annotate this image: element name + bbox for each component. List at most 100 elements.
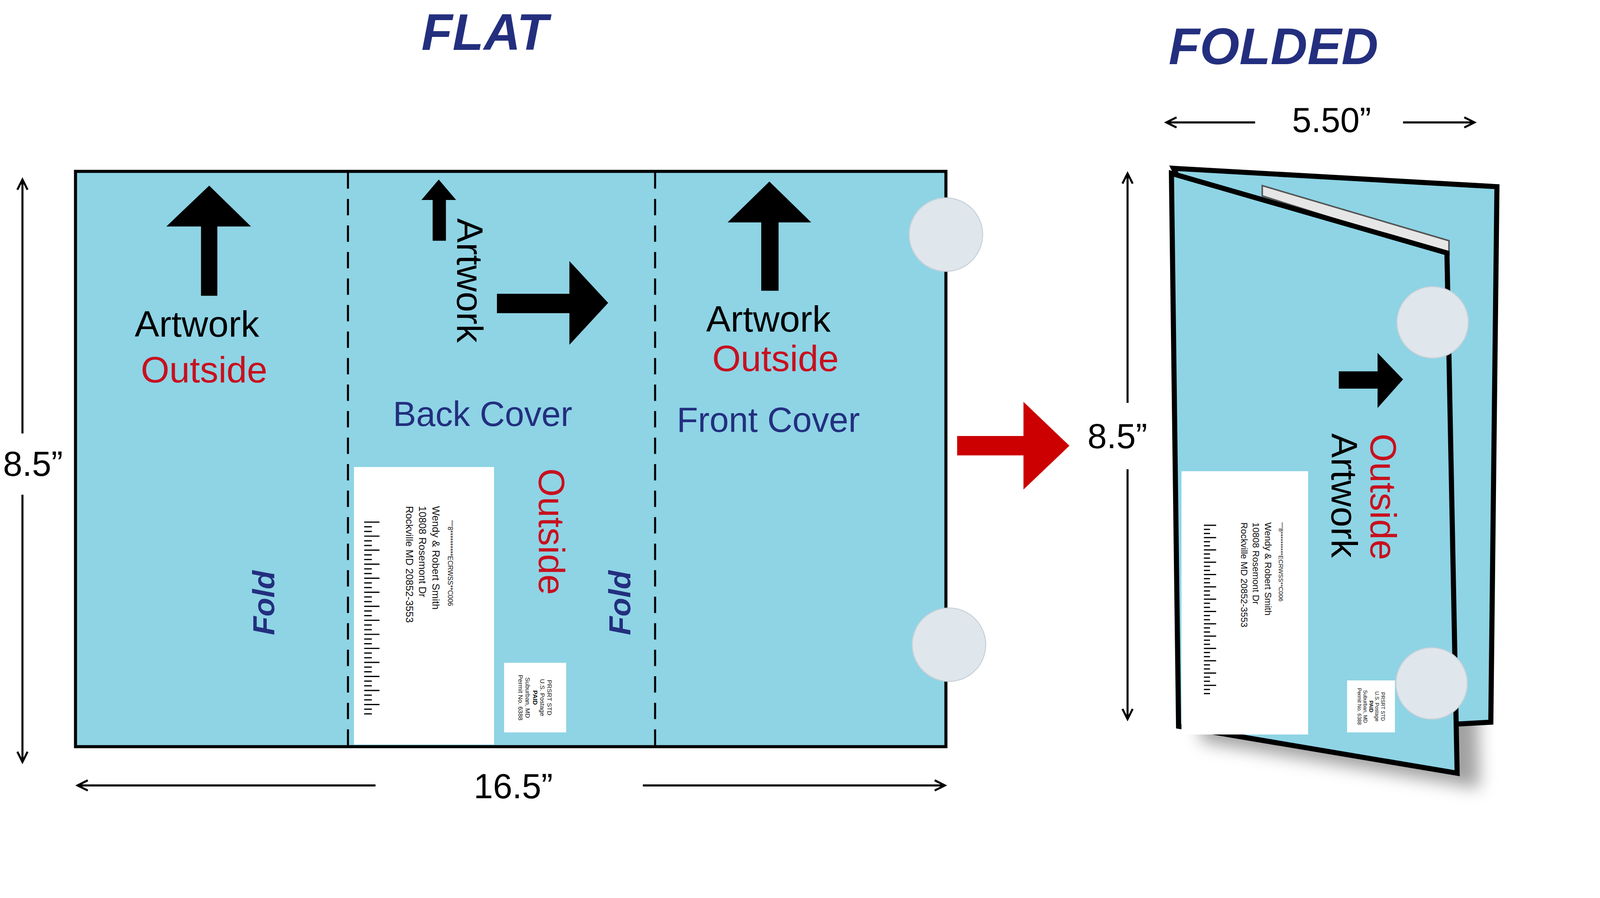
barcode-bar	[364, 568, 373, 570]
panel-label: Artwork	[1325, 433, 1363, 559]
barcode-bar	[364, 577, 380, 580]
fold-line	[346, 172, 349, 746]
wafer-seal	[912, 608, 986, 682]
indicia-line: Permit No. 6388	[1356, 688, 1363, 726]
dimension-label: 16.5”	[473, 769, 554, 805]
barcode-bar	[364, 662, 380, 664]
barcode-bar	[364, 592, 380, 594]
barcode-bar	[1204, 640, 1211, 642]
barcode-bar	[364, 699, 373, 701]
indicia-line: PAID	[1368, 688, 1374, 726]
indicia-line: Suburban, MD	[524, 675, 532, 721]
direction-arrow	[496, 261, 609, 346]
panel-label: Outside	[140, 351, 268, 389]
folded-mailer: '''''8**********ECRWSS**C006Wendy & Robe…	[1171, 168, 1499, 776]
barcode-bar	[1204, 623, 1217, 625]
barcode-bar	[364, 666, 373, 669]
barcode-bar	[1204, 586, 1217, 588]
wafer-seal	[1397, 286, 1469, 359]
barcode-bar	[1204, 611, 1217, 613]
barcode-bar	[364, 647, 380, 650]
barcode-bar	[364, 704, 380, 706]
barcode-bar	[364, 629, 373, 631]
barcode-bar	[1204, 627, 1211, 629]
barcode-bar	[1204, 676, 1211, 679]
indicia-line: U.S. Postage	[538, 675, 547, 721]
barcode-bar	[364, 601, 373, 603]
indicia-line: U.S. Postage	[1373, 688, 1380, 726]
barcode-bar	[364, 657, 373, 659]
address-line: 10808 Rosemont Dr	[416, 506, 430, 624]
barcode-bar	[364, 671, 373, 673]
barcode-bar	[1204, 647, 1217, 650]
barcode-bar	[1204, 684, 1217, 687]
indicia-line: Permit No. 6388	[517, 675, 525, 721]
barcode-bar	[1204, 594, 1211, 596]
endorsement-line: '''''8**********ECRWSS**C006	[445, 506, 455, 624]
barcode-bar	[1204, 598, 1217, 601]
fold-label: Fold	[603, 570, 635, 636]
barcode-bar	[1204, 664, 1211, 666]
panel-label: Artwork	[450, 218, 488, 344]
barcode-bar	[364, 643, 373, 645]
direction-arrow	[1338, 353, 1403, 409]
barcode-bar	[1204, 660, 1217, 662]
flat-sheet	[75, 171, 946, 747]
indicia-line: Suburban, MD	[1362, 688, 1369, 726]
barcode-bar	[1204, 537, 1217, 539]
barcode-bar	[364, 620, 380, 622]
barcode-bar	[364, 690, 380, 692]
dimension-line	[17, 117, 1475, 791]
address-label: '''''8**********ECRWSS**C006Wendy & Robe…	[353, 467, 494, 745]
flat-sheet: '''''8**********ECRWSS**C006Wendy & Robe…	[75, 171, 946, 747]
panel-label: Front Cover	[676, 403, 861, 438]
barcode-bar	[364, 681, 373, 683]
barcode-bar	[1204, 590, 1211, 592]
barcode-bar	[364, 685, 373, 687]
barcode-bar	[364, 573, 373, 575]
fold-line	[654, 172, 657, 746]
barcode-bar	[364, 587, 373, 589]
barcode-bar	[1204, 652, 1211, 654]
barcode-bar	[364, 540, 373, 542]
postage-indicia: PRSRT STDU.S. PostagePAIDSuburban, MDPer…	[504, 663, 567, 733]
barcode-bar	[364, 582, 373, 584]
barcode-bar	[364, 638, 373, 640]
barcode-bar	[1204, 615, 1211, 617]
dimension-label: 5.50”	[1292, 103, 1372, 138]
barcode-bar	[364, 610, 373, 612]
barcode-bar	[1204, 525, 1217, 527]
panel-label: Outside	[1364, 433, 1402, 561]
indicia-line: PAID	[531, 675, 539, 721]
barcode-bar	[1204, 569, 1211, 572]
address-block: '''''8**********ECRWSS**C006Wendy & Robe…	[1238, 522, 1286, 628]
barcode-bar	[1204, 528, 1211, 531]
barcode-bar	[1204, 582, 1211, 584]
barcode-bar	[364, 615, 373, 617]
barcode-bar	[1204, 549, 1217, 551]
barcode-bar	[364, 634, 380, 636]
barcode-bar	[364, 713, 373, 716]
wafer-seal	[1395, 647, 1468, 720]
endorsement-line: '''''8**********ECRWSS**C006	[1276, 522, 1285, 628]
barcode-bar	[1204, 533, 1211, 535]
barcode-bar	[1204, 603, 1211, 605]
flow-arrow	[957, 402, 1070, 490]
barcode-bar	[1204, 693, 1211, 695]
panel-label: Back Cover	[392, 396, 573, 432]
barcode-bar	[364, 606, 380, 608]
direction-arrow	[727, 181, 812, 291]
barcode-bar	[364, 596, 373, 599]
address-line: Rockville MD 20852-3553	[1238, 522, 1250, 628]
postage-indicia: PRSRT STDU.S. PostagePAIDSuburban, MDPer…	[1347, 680, 1395, 733]
view-title: FLAT	[421, 7, 549, 59]
barcode-bar	[364, 531, 373, 533]
barcode-bar	[1204, 545, 1211, 547]
barcode-bar	[1204, 689, 1211, 691]
indicia-block: PRSRT STDU.S. PostagePAIDSuburban, MDPer…	[1356, 688, 1386, 726]
barcode-bar	[364, 564, 380, 566]
address-line: Wendy & Robert Smith	[429, 506, 443, 624]
indicia-line: PRSRT STD	[546, 675, 554, 721]
barcode-bar	[1204, 681, 1211, 683]
barcode-bar	[1204, 574, 1217, 576]
